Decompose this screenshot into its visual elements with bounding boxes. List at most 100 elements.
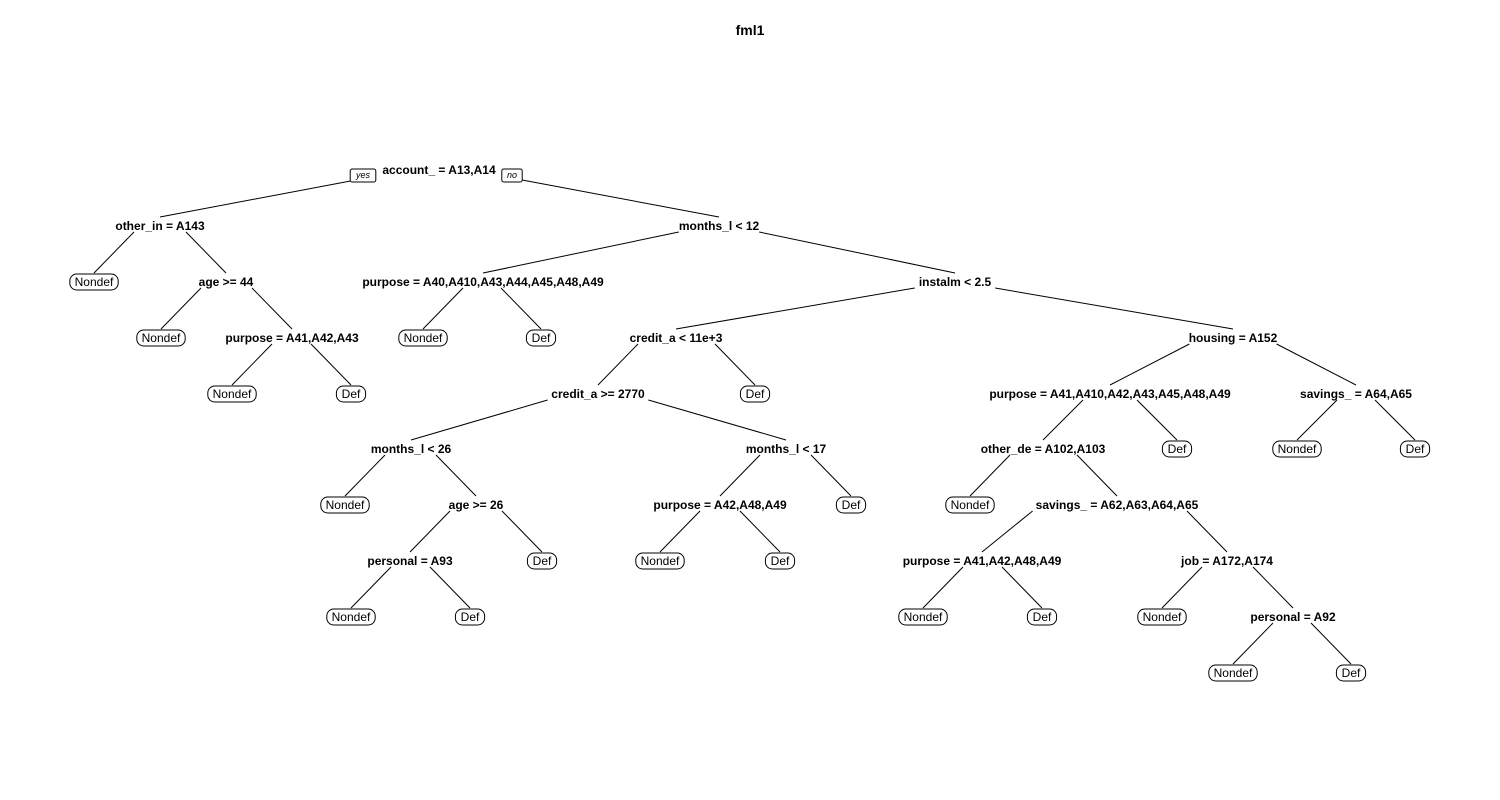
leaf-box — [136, 329, 186, 347]
split-node: savings_ = A62,A63,A64,A65 — [1036, 498, 1199, 512]
edge-n121-n242 — [981, 510, 1033, 553]
edge-n28-n57 — [648, 399, 787, 441]
split-node: purpose = A42,A48,A49 — [653, 498, 787, 512]
diagram-title: fml1 — [736, 22, 765, 38]
leaf-box — [526, 552, 558, 570]
split-node: months_l < 26 — [371, 442, 452, 456]
edge-n28-n56 — [410, 399, 548, 441]
edge-n15-n30 — [1109, 343, 1190, 386]
edge-n243-n486 — [1161, 566, 1203, 609]
leaf-label: Def — [533, 554, 552, 568]
split-node: purpose = A41,A410,A42,A43,A45,A48,A49 — [989, 387, 1231, 401]
leaf-label: Nondef — [951, 498, 990, 512]
edge-n114-n229 — [739, 510, 781, 553]
split-node: months_l < 12 — [679, 219, 760, 233]
edge-n30-n61 — [1136, 399, 1178, 441]
edge-n7-n15 — [995, 287, 1234, 330]
split-node: purpose = A40,A410,A43,A44,A45,A48,A49 — [362, 275, 604, 289]
leaf-nondef: Nondef — [320, 496, 370, 514]
branch-label-no-text: no — [507, 170, 517, 180]
split-node: personal = A92 — [1250, 610, 1336, 624]
leaf-box — [898, 608, 948, 626]
leaf-nondef: Nondef — [1272, 440, 1322, 458]
edge-n1-n2 — [159, 179, 356, 218]
leaf-label: Nondef — [404, 331, 443, 345]
leaf-label: Nondef — [332, 610, 371, 624]
leaf-def: Def — [526, 552, 558, 570]
leaf-def: Def — [525, 329, 557, 347]
leaf-label: Nondef — [75, 275, 114, 289]
edge-n57-n115 — [810, 454, 852, 497]
split-node: credit_a < 11e+3 — [630, 331, 723, 345]
edge-n242-n485 — [1001, 566, 1043, 609]
edge-n7-n14 — [675, 287, 915, 330]
split-node: purpose = A41,A42,A43 — [225, 331, 359, 345]
edge-n6-n13 — [500, 287, 542, 330]
split-node: job = A172,A174 — [1180, 554, 1273, 568]
leaf-nondef: Nondef — [69, 273, 119, 291]
leaf-box — [1137, 608, 1187, 626]
leaf-label: Def — [1168, 442, 1187, 456]
leaf-label: Nondef — [1278, 442, 1317, 456]
leaf-box — [525, 329, 557, 347]
branch-label-yes-text: yes — [355, 170, 371, 180]
leaf-box — [207, 385, 257, 403]
split-node: personal = A93 — [367, 554, 453, 568]
leaf-label: Def — [1342, 666, 1361, 680]
leaf-nondef: Nondef — [1208, 664, 1258, 682]
edge-n5-n11 — [251, 287, 293, 330]
leaf-def: Def — [764, 552, 796, 570]
leaf-label: Nondef — [142, 331, 181, 345]
edge-n113-n227 — [501, 510, 543, 553]
leaf-nondef: Nondef — [326, 608, 376, 626]
leaf-label: Def — [771, 554, 790, 568]
leaf-label: Def — [842, 498, 861, 512]
edge-n15-n31 — [1276, 343, 1357, 386]
edge-n242-n484 — [922, 566, 964, 609]
leaf-box — [69, 273, 119, 291]
leaf-label: Def — [1033, 610, 1052, 624]
edge-n243-n487 — [1252, 566, 1294, 609]
edge-n3-n7 — [759, 231, 956, 274]
edge-n11-n23 — [310, 343, 352, 386]
leaf-nondef: Nondef — [136, 329, 186, 347]
edge-n56-n112 — [344, 454, 386, 497]
edge-n30-n60 — [1042, 399, 1084, 441]
leaf-label: Def — [1406, 442, 1425, 456]
leaf-label: Nondef — [1214, 666, 1253, 680]
leaf-def: Def — [1161, 440, 1193, 458]
branch-label-yes: yes — [349, 168, 377, 183]
leaf-def: Def — [454, 608, 486, 626]
split-node: purpose = A41,A42,A48,A49 — [903, 554, 1062, 568]
leaf-box — [945, 496, 995, 514]
split-node: savings_ = A64,A65 — [1300, 387, 1412, 401]
split-node: age >= 26 — [449, 498, 504, 512]
branch-label-yes-box — [349, 168, 377, 183]
leaf-label: Nondef — [904, 610, 943, 624]
leaf-nondef: Nondef — [207, 385, 257, 403]
leaf-def: Def — [1335, 664, 1367, 682]
leaf-box — [454, 608, 486, 626]
split-node: credit_a >= 2770 — [551, 387, 645, 401]
edge-n487-n975 — [1310, 622, 1352, 665]
split-node: other_in = A143 — [115, 219, 205, 233]
leaf-nondef: Nondef — [945, 496, 995, 514]
tree-edges — [93, 179, 1416, 665]
leaf-box — [398, 329, 448, 347]
split-node: months_l < 17 — [746, 442, 827, 456]
edge-n6-n12 — [422, 287, 464, 330]
leaf-def: Def — [335, 385, 367, 403]
edge-n2-n5 — [185, 231, 227, 274]
leaf-box — [764, 552, 796, 570]
leaf-box — [1161, 440, 1193, 458]
leaf-box — [1208, 664, 1258, 682]
leaf-def: Def — [1026, 608, 1058, 626]
leaf-label: Nondef — [1143, 610, 1182, 624]
leaf-box — [739, 385, 771, 403]
split-node: instalm < 2.5 — [919, 275, 992, 289]
leaf-def: Def — [1399, 440, 1431, 458]
edge-n226-n452 — [350, 566, 392, 609]
edge-n121-n243 — [1186, 510, 1228, 553]
split-node: account_ = A13,A14 — [382, 163, 496, 177]
split-node: housing = A152 — [1189, 331, 1278, 345]
